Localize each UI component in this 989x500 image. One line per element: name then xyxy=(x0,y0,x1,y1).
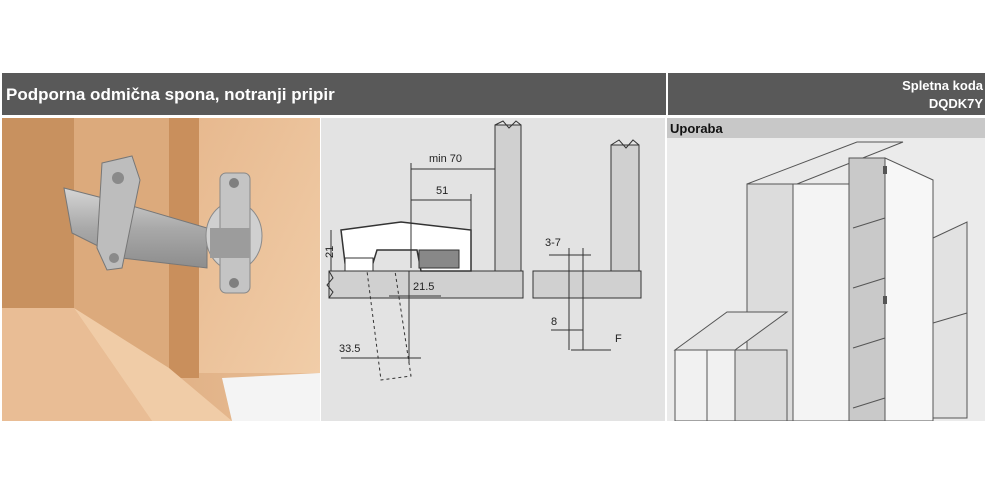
technical-drawing: min 70 51 21 21.5 33.5 3-7 8 F xyxy=(321,118,665,421)
usage-title: Uporaba xyxy=(670,121,723,136)
dimension-drawing: min 70 51 21 21.5 33.5 3-7 8 F xyxy=(324,120,642,381)
dimension-3-7: 3-7 xyxy=(545,237,561,249)
usage-header xyxy=(667,118,985,138)
dimension-33-5: 33.5 xyxy=(339,343,360,355)
usage-illustration xyxy=(667,118,985,421)
header-bar xyxy=(2,73,985,115)
dimension-21-5: 21.5 xyxy=(413,281,434,293)
product-title: Podporna odmična spona, notranji pripir xyxy=(6,85,335,104)
dimension-8: 8 xyxy=(551,316,557,328)
dimension-51: 51 xyxy=(436,185,448,197)
hinge-photo-illustration xyxy=(2,118,320,421)
dimension-21: 21 xyxy=(324,246,336,258)
cabinet-usage-drawing xyxy=(673,141,968,421)
web-code-value[interactable]: DQDK7Y xyxy=(928,96,983,111)
header-divider xyxy=(666,73,668,115)
web-code-label: Spletna koda xyxy=(902,78,983,93)
dimension-F: F xyxy=(615,333,622,345)
product-photo xyxy=(2,118,320,421)
dimension-min70: min 70 xyxy=(429,153,462,165)
